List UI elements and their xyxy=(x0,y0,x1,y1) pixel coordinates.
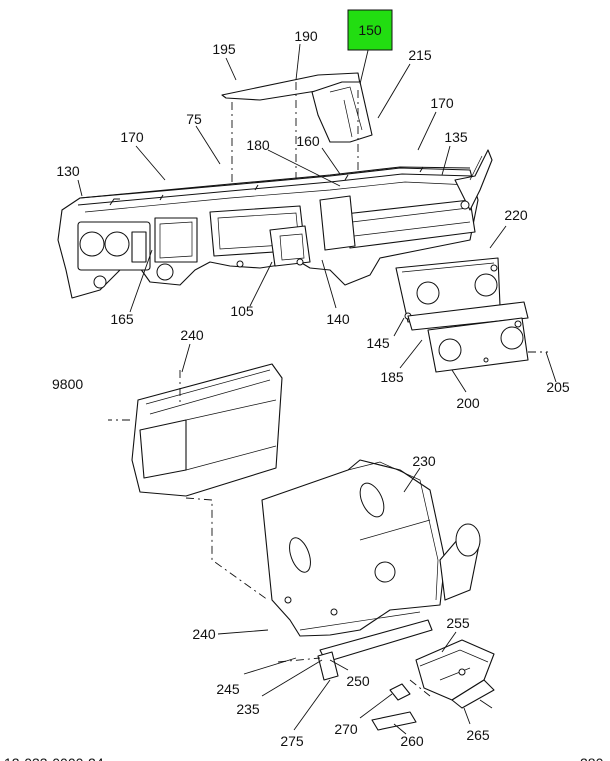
callout-170-left[interactable]: 170 xyxy=(120,129,144,145)
callout-220[interactable]: 220 xyxy=(504,207,528,223)
callout-170-right[interactable]: 170 xyxy=(430,95,454,111)
callout-265[interactable]: 265 xyxy=(466,727,490,743)
callout-75[interactable]: 75 xyxy=(186,111,202,127)
callout-200[interactable]: 200 xyxy=(456,395,480,411)
callout-255[interactable]: 255 xyxy=(446,615,470,631)
lower-parts xyxy=(277,619,495,731)
bracket-230 xyxy=(261,459,481,637)
callout-185[interactable]: 185 xyxy=(380,369,404,385)
callout-180[interactable]: 180 xyxy=(246,137,270,153)
callout-205[interactable]: 205 xyxy=(546,379,570,395)
callout-250[interactable]: 250 xyxy=(346,673,370,689)
footer-left-code: 12-033-0000-24 xyxy=(4,755,104,761)
callout-240-bottom[interactable]: 240 xyxy=(192,626,216,642)
callout-195[interactable]: 195 xyxy=(212,41,236,57)
callout-235[interactable]: 235 xyxy=(236,701,260,717)
bracket-240 xyxy=(108,363,283,601)
callout-160[interactable]: 160 xyxy=(296,133,320,149)
callout-190[interactable]: 190 xyxy=(294,28,318,44)
callout-135[interactable]: 135 xyxy=(444,129,468,145)
plate-200 xyxy=(427,317,548,373)
callout-130[interactable]: 130 xyxy=(56,163,80,179)
callout-245[interactable]: 245 xyxy=(216,681,240,697)
callout-230[interactable]: 230 xyxy=(412,453,436,469)
callout-270[interactable]: 270 xyxy=(334,721,358,737)
top-trim-parts xyxy=(221,72,373,185)
instrument-panel-assembly xyxy=(57,149,493,299)
callout-240-top[interactable]: 240 xyxy=(180,327,204,343)
highlight-box-150 xyxy=(347,9,393,51)
callout-215[interactable]: 215 xyxy=(408,47,432,63)
callout-150[interactable]: 150 xyxy=(358,22,382,38)
leader-lines xyxy=(77,41,557,735)
figure-id: 9800 xyxy=(52,376,83,392)
footer-right-code: 280 xyxy=(580,755,604,761)
panel-220 xyxy=(395,257,529,331)
callout-labels: 150 190 195 215 170 170 75 160 180 135 1… xyxy=(56,9,570,749)
callout-105[interactable]: 105 xyxy=(230,303,254,319)
callout-275[interactable]: 275 xyxy=(280,733,304,749)
callout-260[interactable]: 260 xyxy=(400,733,424,749)
callout-140[interactable]: 140 xyxy=(326,311,350,327)
callout-145[interactable]: 145 xyxy=(366,335,390,351)
callout-165[interactable]: 165 xyxy=(110,311,134,327)
